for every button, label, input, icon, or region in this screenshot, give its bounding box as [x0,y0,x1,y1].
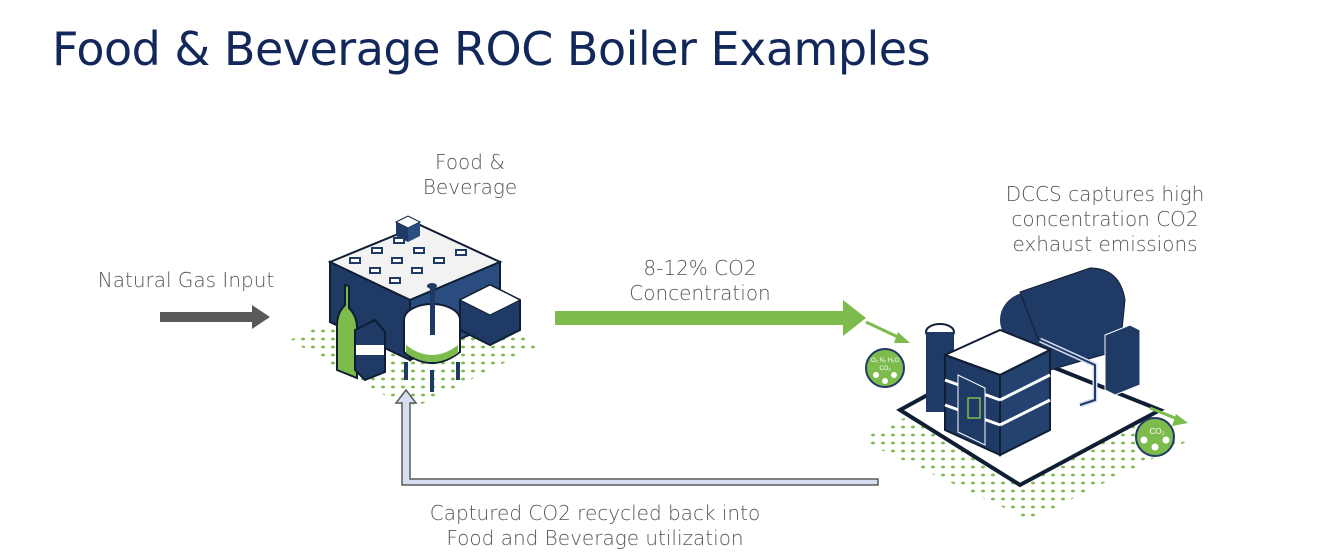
natural-gas-label: Natural Gas Input [96,268,276,293]
concentration-label: 8-12% CO2 Concentration [600,256,800,306]
dccs-capture-unit-icon [860,267,1190,520]
recycle-return-arrow [394,388,879,486]
page-title: Food & Beverage ROC Boiler Examples [52,22,931,76]
svg-text:CO₂: CO₂ [1149,427,1164,436]
inlet-gas-badge: O₂ N₂ H₂O CO₂ [865,348,905,388]
dccs-label: DCCS captures high concentration CO2 exh… [990,182,1220,257]
natural-gas-label-text: Natural Gas Input [97,268,275,292]
concentration-label-line: Concentration [629,281,771,305]
svg-text:O₂ N₂ H₂O: O₂ N₂ H₂O [871,358,900,364]
food-beverage-label-line: Food & [435,150,505,174]
food-beverage-factory-icon [290,215,540,410]
food-beverage-label: Food & Beverage [400,150,540,200]
food-beverage-label-line: Beverage [422,175,518,199]
recycle-label: Captured CO2 recycled back into Food and… [410,501,780,551]
svg-text:CO₂: CO₂ [879,366,891,372]
outlet-co2-badge: CO₂ [1135,417,1175,457]
concentration-label-line: 8-12% CO2 [643,256,757,280]
dccs-label-line: concentration CO2 [1011,207,1199,231]
recycle-label-line: Captured CO2 recycled back into [429,501,761,525]
dccs-label-line: DCCS captures high [1005,182,1205,206]
natural-gas-arrow [160,305,270,329]
dccs-label-line: exhaust emissions [1012,232,1198,256]
co2-concentration-arrow [555,300,910,343]
recycle-label-line: Food and Beverage utilization [446,526,744,550]
